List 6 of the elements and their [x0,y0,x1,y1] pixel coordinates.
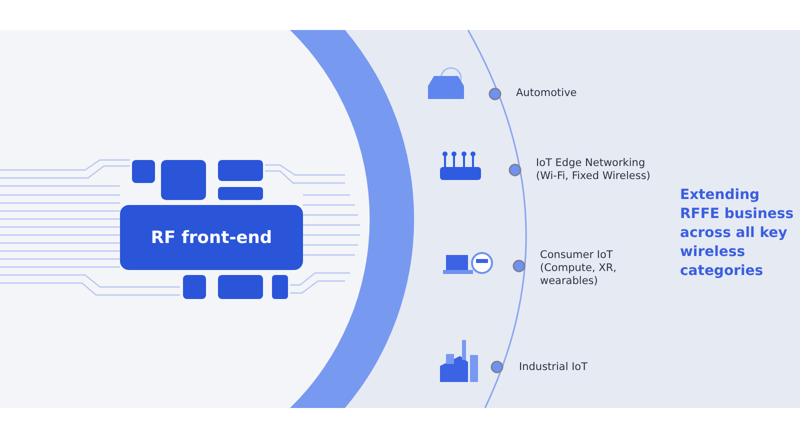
category-label: Automotive [516,87,578,100]
heading-text: Extending RFFE business across all key wireless categories [680,186,795,281]
category-label: Consumer IoT (Compute, XR, wearables) [540,249,618,288]
category-label: Industrial IoT [519,361,589,374]
chip-box: RF front-end [120,205,303,270]
category-label: IoT Edge Networking (Wi-Fi, Fixed Wireless) [536,157,652,183]
